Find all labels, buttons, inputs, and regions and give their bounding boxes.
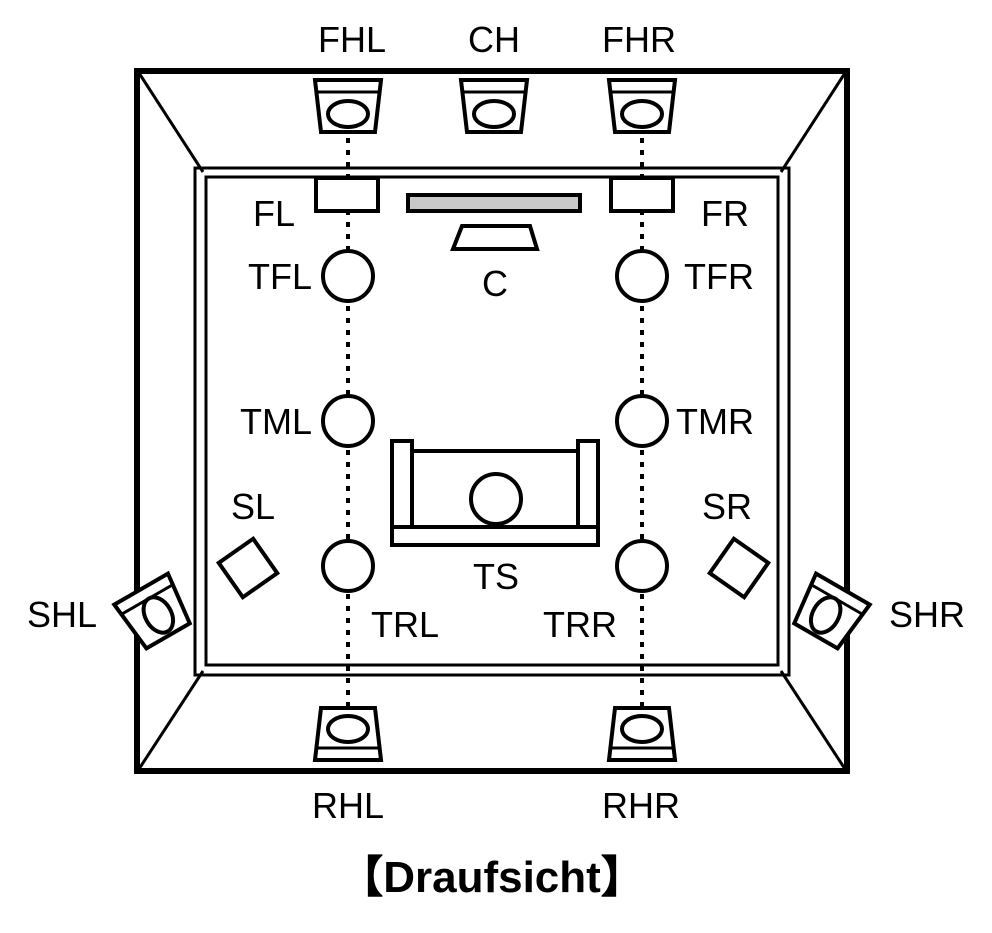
speaker-tfr — [615, 249, 669, 303]
speaker-shl — [111, 570, 193, 652]
screen — [406, 193, 582, 213]
label-shl: SHL — [27, 594, 97, 635]
label-ts: TS — [473, 556, 519, 597]
label-tfl: TFL — [248, 256, 312, 297]
label-ch: CH — [468, 19, 520, 60]
corner-line-top-right — [779, 72, 847, 173]
label-sl: SL — [231, 486, 275, 527]
label-shr: SHR — [889, 594, 965, 635]
label-tml: TML — [240, 401, 312, 442]
speaker-ts — [469, 472, 523, 526]
label-fr: FR — [701, 193, 749, 234]
label-trr: TRR — [543, 604, 617, 645]
speaker-tmr — [615, 394, 669, 448]
label-fhl: FHL — [318, 19, 386, 60]
label-rhl: RHL — [312, 785, 384, 826]
room-floor-inner-edge — [204, 175, 780, 667]
caption: 【Draufsicht】 — [339, 853, 645, 902]
speaker-trl — [321, 539, 375, 593]
speaker-tfl — [321, 249, 375, 303]
label-trl: TRL — [371, 604, 439, 645]
label-tmr: TMR — [676, 401, 754, 442]
speaker-fl — [314, 176, 380, 213]
label-sr: SR — [702, 486, 752, 527]
speaker-tml — [321, 394, 375, 448]
label-fhr: FHR — [602, 19, 676, 60]
speaker-sl — [215, 535, 281, 601]
speaker-shr — [791, 570, 873, 652]
speaker-trr — [615, 539, 669, 593]
speaker-fr — [609, 176, 675, 213]
speaker-fhl — [312, 78, 384, 134]
label-fl: FL — [253, 193, 295, 234]
speaker-sr — [706, 535, 772, 601]
room-floor-outer-edge — [193, 166, 791, 677]
speaker-rhl — [312, 706, 384, 762]
label-c: C — [482, 263, 508, 304]
speaker-ch — [458, 78, 530, 134]
corner-line-top-left — [137, 72, 205, 173]
speaker-fhr — [606, 78, 678, 134]
room-outer-wall — [134, 68, 850, 774]
label-tfr: TFR — [684, 256, 754, 297]
speaker-rhr — [606, 706, 678, 762]
label-rhr: RHR — [602, 785, 680, 826]
speaker-c — [450, 224, 540, 251]
corner-line-bottom-right — [779, 670, 847, 770]
corner-line-bottom-left — [137, 670, 205, 770]
